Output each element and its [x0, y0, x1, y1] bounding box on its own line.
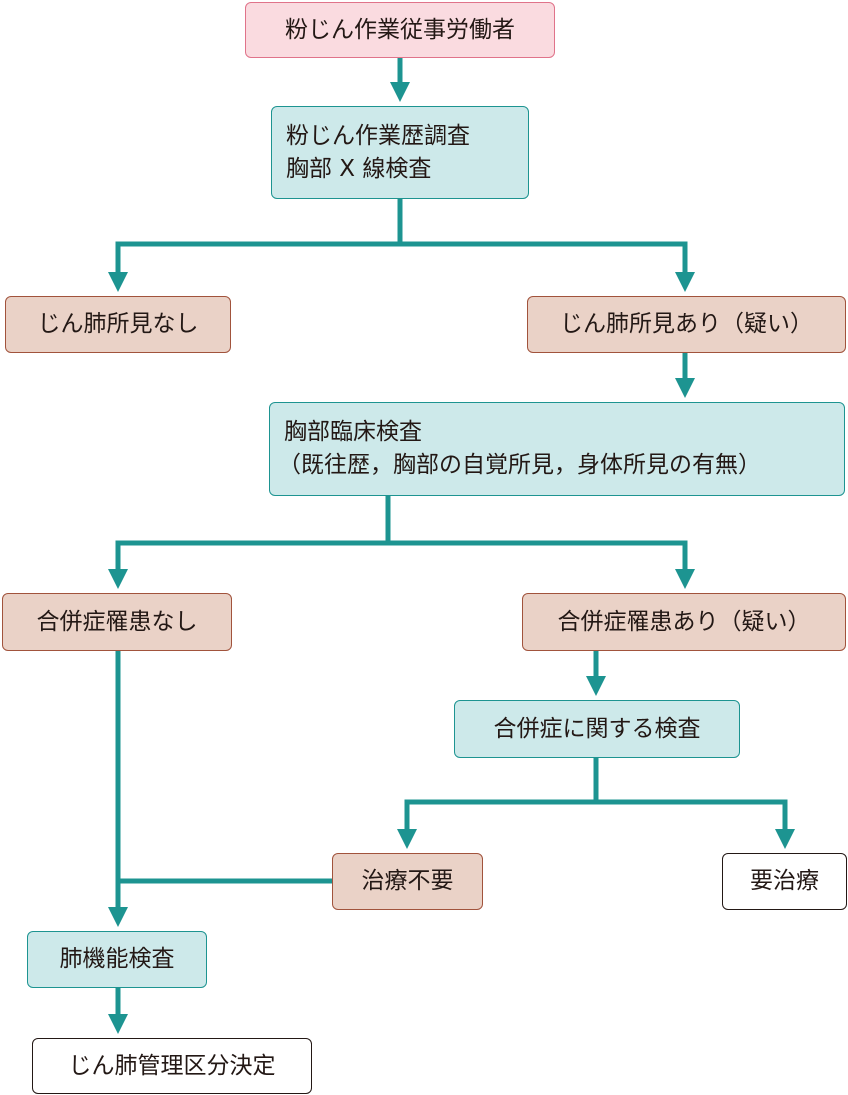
- treatment-node: 要治療: [722, 853, 847, 910]
- no-finding-label: じん肺所見なし: [37, 311, 199, 337]
- complication-node: 合併症罹患あり（疑い）: [522, 593, 846, 651]
- arrow-survey-to-finding: [400, 241, 695, 292]
- clinical-line-2: （既往歴，胸部の自覚所見，身体所見の有無）: [278, 452, 761, 478]
- no-complication-label: 合併症罹患なし: [36, 608, 198, 635]
- clinical-exam-node: 胸部臨床検査 （既往歴，胸部の自覚所見，身体所見の有無）: [269, 402, 845, 496]
- decision-label: じん肺管理区分決定: [68, 1052, 276, 1079]
- arrow-exam-to-treatment: [596, 799, 795, 849]
- lung-function-node: 肺機能検査: [27, 931, 207, 988]
- complication-exam-node: 合併症に関する検査: [454, 700, 740, 758]
- no-treatment-node: 治療不要: [332, 853, 483, 910]
- arrow-clinical-to-complication: [388, 540, 695, 589]
- finding-node: じん肺所見あり（疑い）: [527, 296, 846, 353]
- survey-line-2: 胸部 X 線検査: [286, 155, 432, 182]
- clinical-line-1: 胸部臨床検査: [284, 419, 422, 445]
- arrow-survey-to-no-finding: [108, 199, 403, 292]
- complication-exam-label: 合併症に関する検査: [493, 715, 701, 742]
- treatment-label: 要治療: [750, 868, 819, 894]
- finding-label: じん肺所見あり（疑い）: [560, 311, 813, 337]
- survey-node: 粉じん作業歴調査 胸部 X 線検査: [271, 106, 529, 199]
- complication-label: 合併症罹患あり（疑い）: [557, 608, 811, 635]
- no-finding-node: じん肺所見なし: [5, 296, 231, 353]
- no-treatment-label: 治療不要: [361, 868, 454, 894]
- lung-function-label: 肺機能検査: [59, 946, 175, 972]
- no-complication-node: 合併症罹患なし: [2, 593, 232, 651]
- survey-line-1: 粉じん作業歴調査: [286, 122, 470, 149]
- start-label: 粉じん作業従事労働者: [285, 16, 515, 43]
- decision-node: じん肺管理区分決定: [32, 1038, 312, 1094]
- start-node: 粉じん作業従事労働者: [245, 2, 555, 58]
- arrow-clinical-to-no-complication: [108, 496, 391, 589]
- arrow-exam-to-no-treatment: [397, 758, 599, 849]
